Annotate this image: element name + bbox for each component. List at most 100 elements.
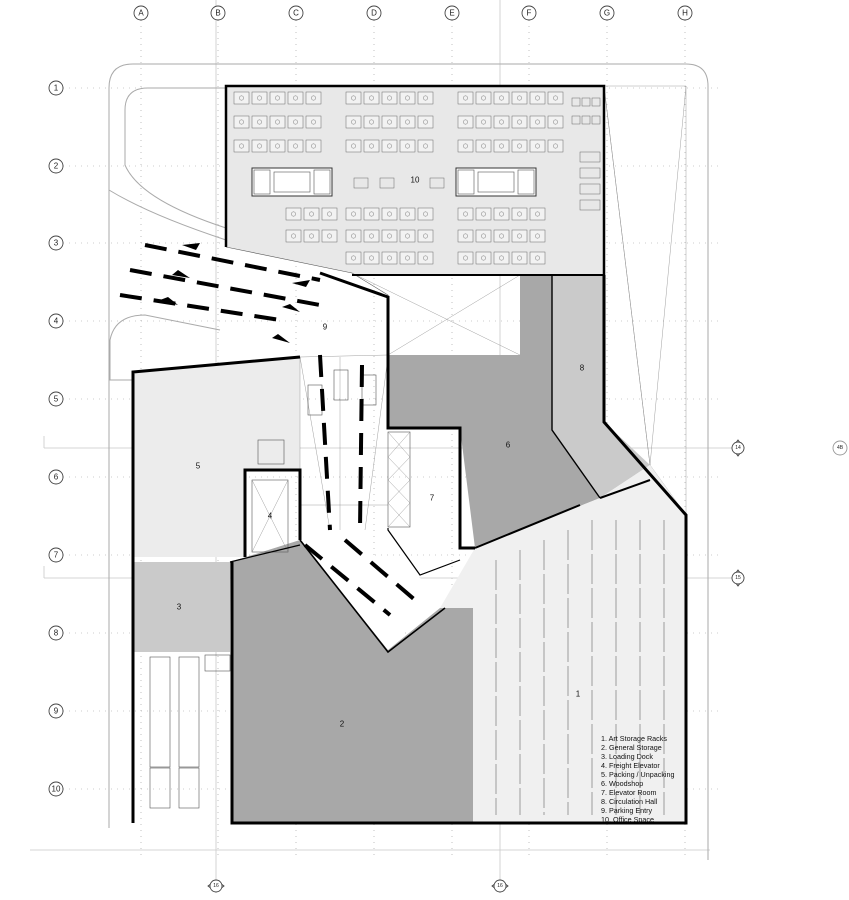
chair xyxy=(499,233,504,239)
desk xyxy=(511,251,528,265)
svg-text:2: 2 xyxy=(54,162,59,171)
desk xyxy=(251,91,268,105)
column-bubble-g: G xyxy=(599,5,615,21)
legend-item: 2. General Storage xyxy=(601,743,662,752)
lounge-seat xyxy=(581,97,591,107)
chair xyxy=(481,119,486,125)
chair xyxy=(275,119,280,125)
chair xyxy=(293,143,298,149)
chair xyxy=(499,143,504,149)
chair xyxy=(423,233,428,239)
desk xyxy=(363,115,380,129)
chair xyxy=(553,119,558,125)
woodshop-fill xyxy=(388,275,600,548)
desk xyxy=(511,207,528,221)
chair xyxy=(423,95,428,101)
desk xyxy=(345,229,362,243)
chair xyxy=(351,119,356,125)
row-bubble-5: 5 xyxy=(48,391,64,407)
desk xyxy=(547,91,564,105)
room-fills xyxy=(133,86,686,823)
chair xyxy=(463,255,468,261)
svg-text:B: B xyxy=(215,9,220,18)
desk xyxy=(381,115,398,129)
desk xyxy=(511,115,528,129)
chair xyxy=(553,143,558,149)
desk xyxy=(529,251,546,265)
section-marker-right-upper: 14 xyxy=(731,439,745,457)
svg-text:C: C xyxy=(293,9,299,18)
desk xyxy=(345,251,362,265)
chair xyxy=(517,143,522,149)
room-label-3: 3 xyxy=(177,603,182,612)
svg-text:14: 14 xyxy=(735,445,741,451)
room-label-10: 10 xyxy=(411,176,420,185)
desk xyxy=(345,207,362,221)
site-context xyxy=(108,63,709,860)
svg-text:F: F xyxy=(527,9,532,18)
chair xyxy=(387,255,392,261)
desk xyxy=(399,139,416,153)
desk xyxy=(381,139,398,153)
packing-fill xyxy=(133,357,300,557)
row-bubble-7: 7 xyxy=(48,547,64,563)
desk xyxy=(399,207,416,221)
room-label-1: 1 xyxy=(576,690,581,699)
desk xyxy=(285,229,302,243)
desk xyxy=(475,207,492,221)
desk xyxy=(529,207,546,221)
desk xyxy=(399,91,416,105)
chair xyxy=(387,233,392,239)
chair xyxy=(499,255,504,261)
chair xyxy=(311,119,316,125)
elevator-details xyxy=(149,431,411,809)
room-label-7: 7 xyxy=(430,494,435,503)
desk xyxy=(321,207,338,221)
loading-dock-fill xyxy=(133,562,230,652)
chair xyxy=(309,211,314,217)
chair xyxy=(351,255,356,261)
chair xyxy=(499,211,504,217)
desk xyxy=(303,229,320,243)
desk xyxy=(475,251,492,265)
office-core xyxy=(253,169,271,195)
room-labels: 1 2 3 4 5 6 7 8 9 10 xyxy=(177,176,585,729)
chair xyxy=(257,95,262,101)
chair xyxy=(369,119,374,125)
section-marker-right-lower: 15 xyxy=(731,569,745,587)
office-core xyxy=(455,167,537,197)
desk xyxy=(493,115,510,129)
desk xyxy=(269,139,286,153)
chair xyxy=(239,95,244,101)
desk xyxy=(251,115,268,129)
svg-text:16: 16 xyxy=(497,883,503,889)
svg-text:G: G xyxy=(604,9,610,18)
chair xyxy=(423,119,428,125)
desk xyxy=(269,115,286,129)
chair xyxy=(405,119,410,125)
desk xyxy=(417,139,434,153)
desk xyxy=(493,207,510,221)
desk xyxy=(287,115,304,129)
desk xyxy=(493,139,510,153)
desk xyxy=(363,229,380,243)
column-bubble-c: C xyxy=(288,5,304,21)
chair xyxy=(463,95,468,101)
column-bubble-h: H xyxy=(677,5,693,21)
desk xyxy=(285,207,302,221)
office-core xyxy=(273,171,311,193)
chair xyxy=(499,95,504,101)
chair xyxy=(369,95,374,101)
row-bubble-10: 10 xyxy=(48,781,64,797)
chair xyxy=(327,233,332,239)
chair xyxy=(293,119,298,125)
desk xyxy=(529,115,546,129)
chair xyxy=(535,211,540,217)
desk xyxy=(381,251,398,265)
desk xyxy=(475,139,492,153)
lounge-seat xyxy=(579,199,601,211)
chair xyxy=(481,211,486,217)
legend-item: 5. Packing / Unpacking xyxy=(601,770,675,779)
section-marker-bottom-right: 16 xyxy=(491,879,509,893)
chair xyxy=(311,95,316,101)
